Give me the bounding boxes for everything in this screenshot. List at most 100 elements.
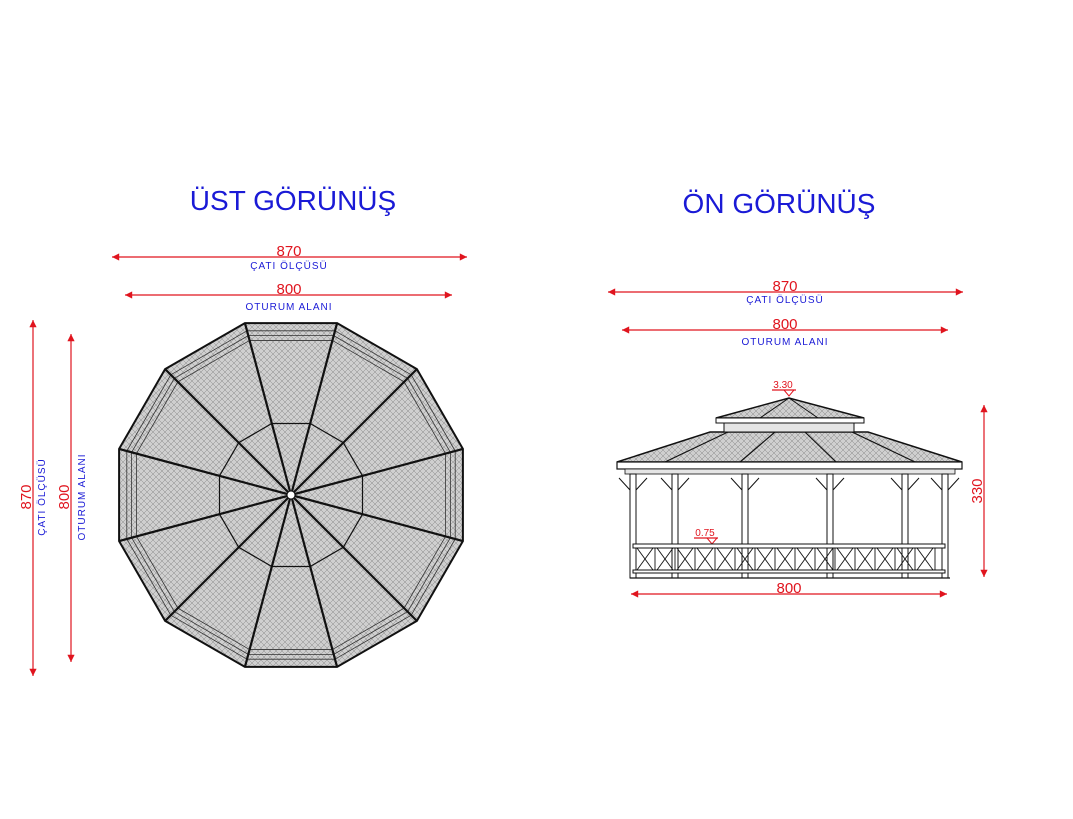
roof-ridge-line	[243, 322, 293, 496]
roof-ridge-line	[290, 447, 464, 497]
top-level-value: 3.30	[773, 380, 793, 391]
top-view-title: ÜST GÖRÜNÜŞ	[190, 185, 396, 216]
roof-width-value: 870	[276, 243, 301, 260]
railing-bottom	[632, 569, 946, 574]
gazebo-roof-plan	[118, 322, 464, 668]
roof-height-value: 870	[18, 484, 35, 509]
railing-cross	[916, 547, 934, 571]
lower-roof	[616, 431, 963, 463]
roof-edge-band	[177, 340, 250, 383]
upper-roof-facet-line	[788, 397, 819, 419]
roof-ridge-line	[118, 447, 292, 497]
lower-roof-trim	[624, 468, 956, 475]
column-brace	[730, 477, 743, 491]
roof-edge-band	[332, 607, 405, 650]
railing-cross	[756, 547, 774, 571]
roof-edge-band	[403, 536, 446, 609]
railing-cross	[896, 547, 914, 571]
lower-roof-fascia	[616, 461, 963, 470]
front-view-title: ÖN GÖRÜNÜŞ	[683, 188, 876, 219]
lower-roof-facet-line	[851, 431, 916, 463]
rail-level-marker-icon	[705, 537, 719, 545]
front-roof-width-label: ÇATI ÖLÇÜSÜ	[746, 294, 824, 306]
railing-cross	[656, 547, 674, 571]
roof-ridge-line	[290, 368, 418, 496]
roof-ridge-line	[243, 494, 293, 668]
column-brace	[930, 477, 943, 491]
column-brace	[890, 477, 903, 491]
roof-edge-band	[131, 378, 175, 453]
roof-height-label: ÇATI ÖLÇÜSÜ	[36, 458, 48, 536]
rail-level-value: 0.75	[695, 528, 715, 539]
railing-top	[632, 543, 946, 549]
roof-ridge-line	[164, 368, 292, 496]
roof-edge-band	[126, 538, 172, 616]
roof-ridge-line	[289, 322, 339, 496]
upper-roof-facet-line	[759, 397, 790, 419]
roof-edge-band	[407, 537, 451, 612]
column-brace	[815, 477, 828, 491]
roof-edge-band	[136, 381, 179, 454]
seat-width-label: OTURUM ALANI	[245, 302, 332, 313]
roof-width-label: ÇATI ÖLÇÜSÜ	[250, 260, 328, 272]
roof-edge-band	[136, 536, 179, 609]
roof-edge-band	[333, 611, 408, 655]
roof-edge-band	[131, 537, 175, 612]
roof-edge-band	[174, 335, 249, 379]
railing-cross	[776, 547, 794, 571]
upper-roof	[715, 397, 865, 419]
roof-edge-band	[170, 614, 248, 660]
top-view: ÜST GÖRÜNÜŞ 870 ÇATI ÖLÇÜSÜ 800 OTURUM A…	[18, 185, 467, 676]
roof-edge-band	[334, 330, 412, 376]
lower-roof-facet-line	[739, 431, 776, 463]
front-roof-width-value: 870	[772, 278, 797, 295]
front-seat-width-label: OTURUM ALANI	[741, 337, 828, 348]
roof-edge-band	[333, 335, 408, 379]
column-brace	[618, 477, 631, 491]
railing-cross	[716, 547, 734, 571]
roof-edge-band	[410, 374, 456, 452]
roof-edge-band	[332, 340, 405, 383]
top-level-marker-icon	[782, 389, 796, 397]
roof-edge-band	[174, 611, 249, 655]
gazebo-elevation	[616, 397, 963, 579]
front-view: ÖN GÖRÜNÜŞ 870 ÇATI ÖLÇÜSÜ 800 OTURUM AL…	[608, 188, 988, 598]
roof-edge-band	[334, 614, 412, 660]
roof-ridge-line	[289, 494, 339, 668]
lower-roof-facet-line	[664, 431, 729, 463]
railing-cross	[676, 547, 694, 571]
railing-cross	[836, 547, 854, 571]
roof-ridge-line	[290, 494, 418, 622]
roof-edge-band	[403, 381, 446, 454]
column-brace	[747, 477, 760, 491]
railing-cross	[796, 547, 814, 571]
roof-edge-band	[410, 538, 456, 616]
roof-apex	[286, 490, 296, 500]
base-width-value: 800	[776, 580, 801, 597]
height-value: 330	[969, 478, 986, 503]
railing-cross	[816, 547, 834, 571]
railing-cross	[876, 547, 894, 571]
roof-ridge-line	[164, 494, 292, 622]
seat-height-value: 800	[56, 484, 73, 509]
upper-roof-fascia	[715, 417, 865, 424]
roof-edge-band	[170, 330, 248, 376]
lower-roof-facet-line	[804, 431, 837, 463]
column-brace	[907, 477, 920, 491]
seat-width-value: 800	[276, 281, 301, 298]
railing-cross	[856, 547, 874, 571]
column-brace	[635, 477, 648, 491]
column-brace	[832, 477, 845, 491]
roof-ridge-line	[118, 493, 292, 543]
column-brace	[677, 477, 690, 491]
roof-edge-band	[407, 378, 451, 453]
railing-cross	[636, 547, 654, 571]
roof-edge-band	[177, 607, 250, 650]
roof-edge-band	[126, 374, 172, 452]
column	[629, 473, 637, 579]
front-seat-width-value: 800	[772, 316, 797, 333]
column-brace	[660, 477, 673, 491]
railing-cross	[736, 547, 754, 571]
roof-ridge-line	[290, 493, 464, 543]
